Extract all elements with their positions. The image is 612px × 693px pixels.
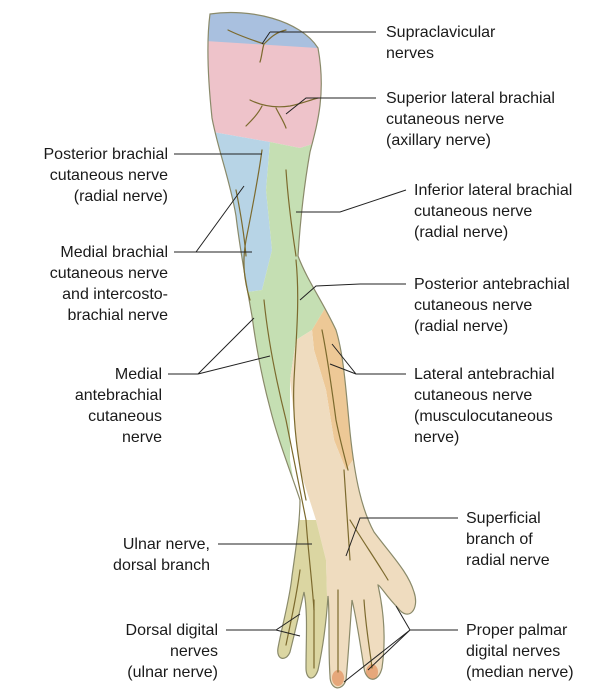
label-posterior-brachial: Posterior brachial cutaneous nerve (radi… xyxy=(44,144,169,207)
label-lateral-antebrachial: Lateral antebrachial cutaneous nerve (mu… xyxy=(414,364,555,448)
leader-inferior-lateral-brachial xyxy=(296,190,406,212)
label-ulnar-dorsal-branch: Ulnar nerve, dorsal branch xyxy=(113,534,210,576)
label-superior-lateral-brachial: Superior lateral brachial cutaneous nerv… xyxy=(386,88,555,151)
label-medial-antebrachial: Medial antebrachial cutaneous nerve xyxy=(75,364,162,448)
axillary-zone xyxy=(190,40,350,148)
label-proper-palmar-digital: Proper palmar digital nerves (median ner… xyxy=(466,620,574,683)
label-posterior-antebrachial: Posterior antebrachial cutaneous nerve (… xyxy=(414,274,570,337)
label-dorsal-digital-nerves: Dorsal digital nerves (ulnar nerve) xyxy=(126,620,218,683)
label-medial-brachial: Medial brachial cutaneous nerve and inte… xyxy=(50,242,168,326)
label-inferior-lateral-brachial: Inferior lateral brachial cutaneous nerv… xyxy=(414,180,572,243)
label-supraclavicular-nerves: Supraclavicular nerves xyxy=(386,22,495,64)
label-superficial-radial: Superficial branch of radial nerve xyxy=(466,508,550,571)
